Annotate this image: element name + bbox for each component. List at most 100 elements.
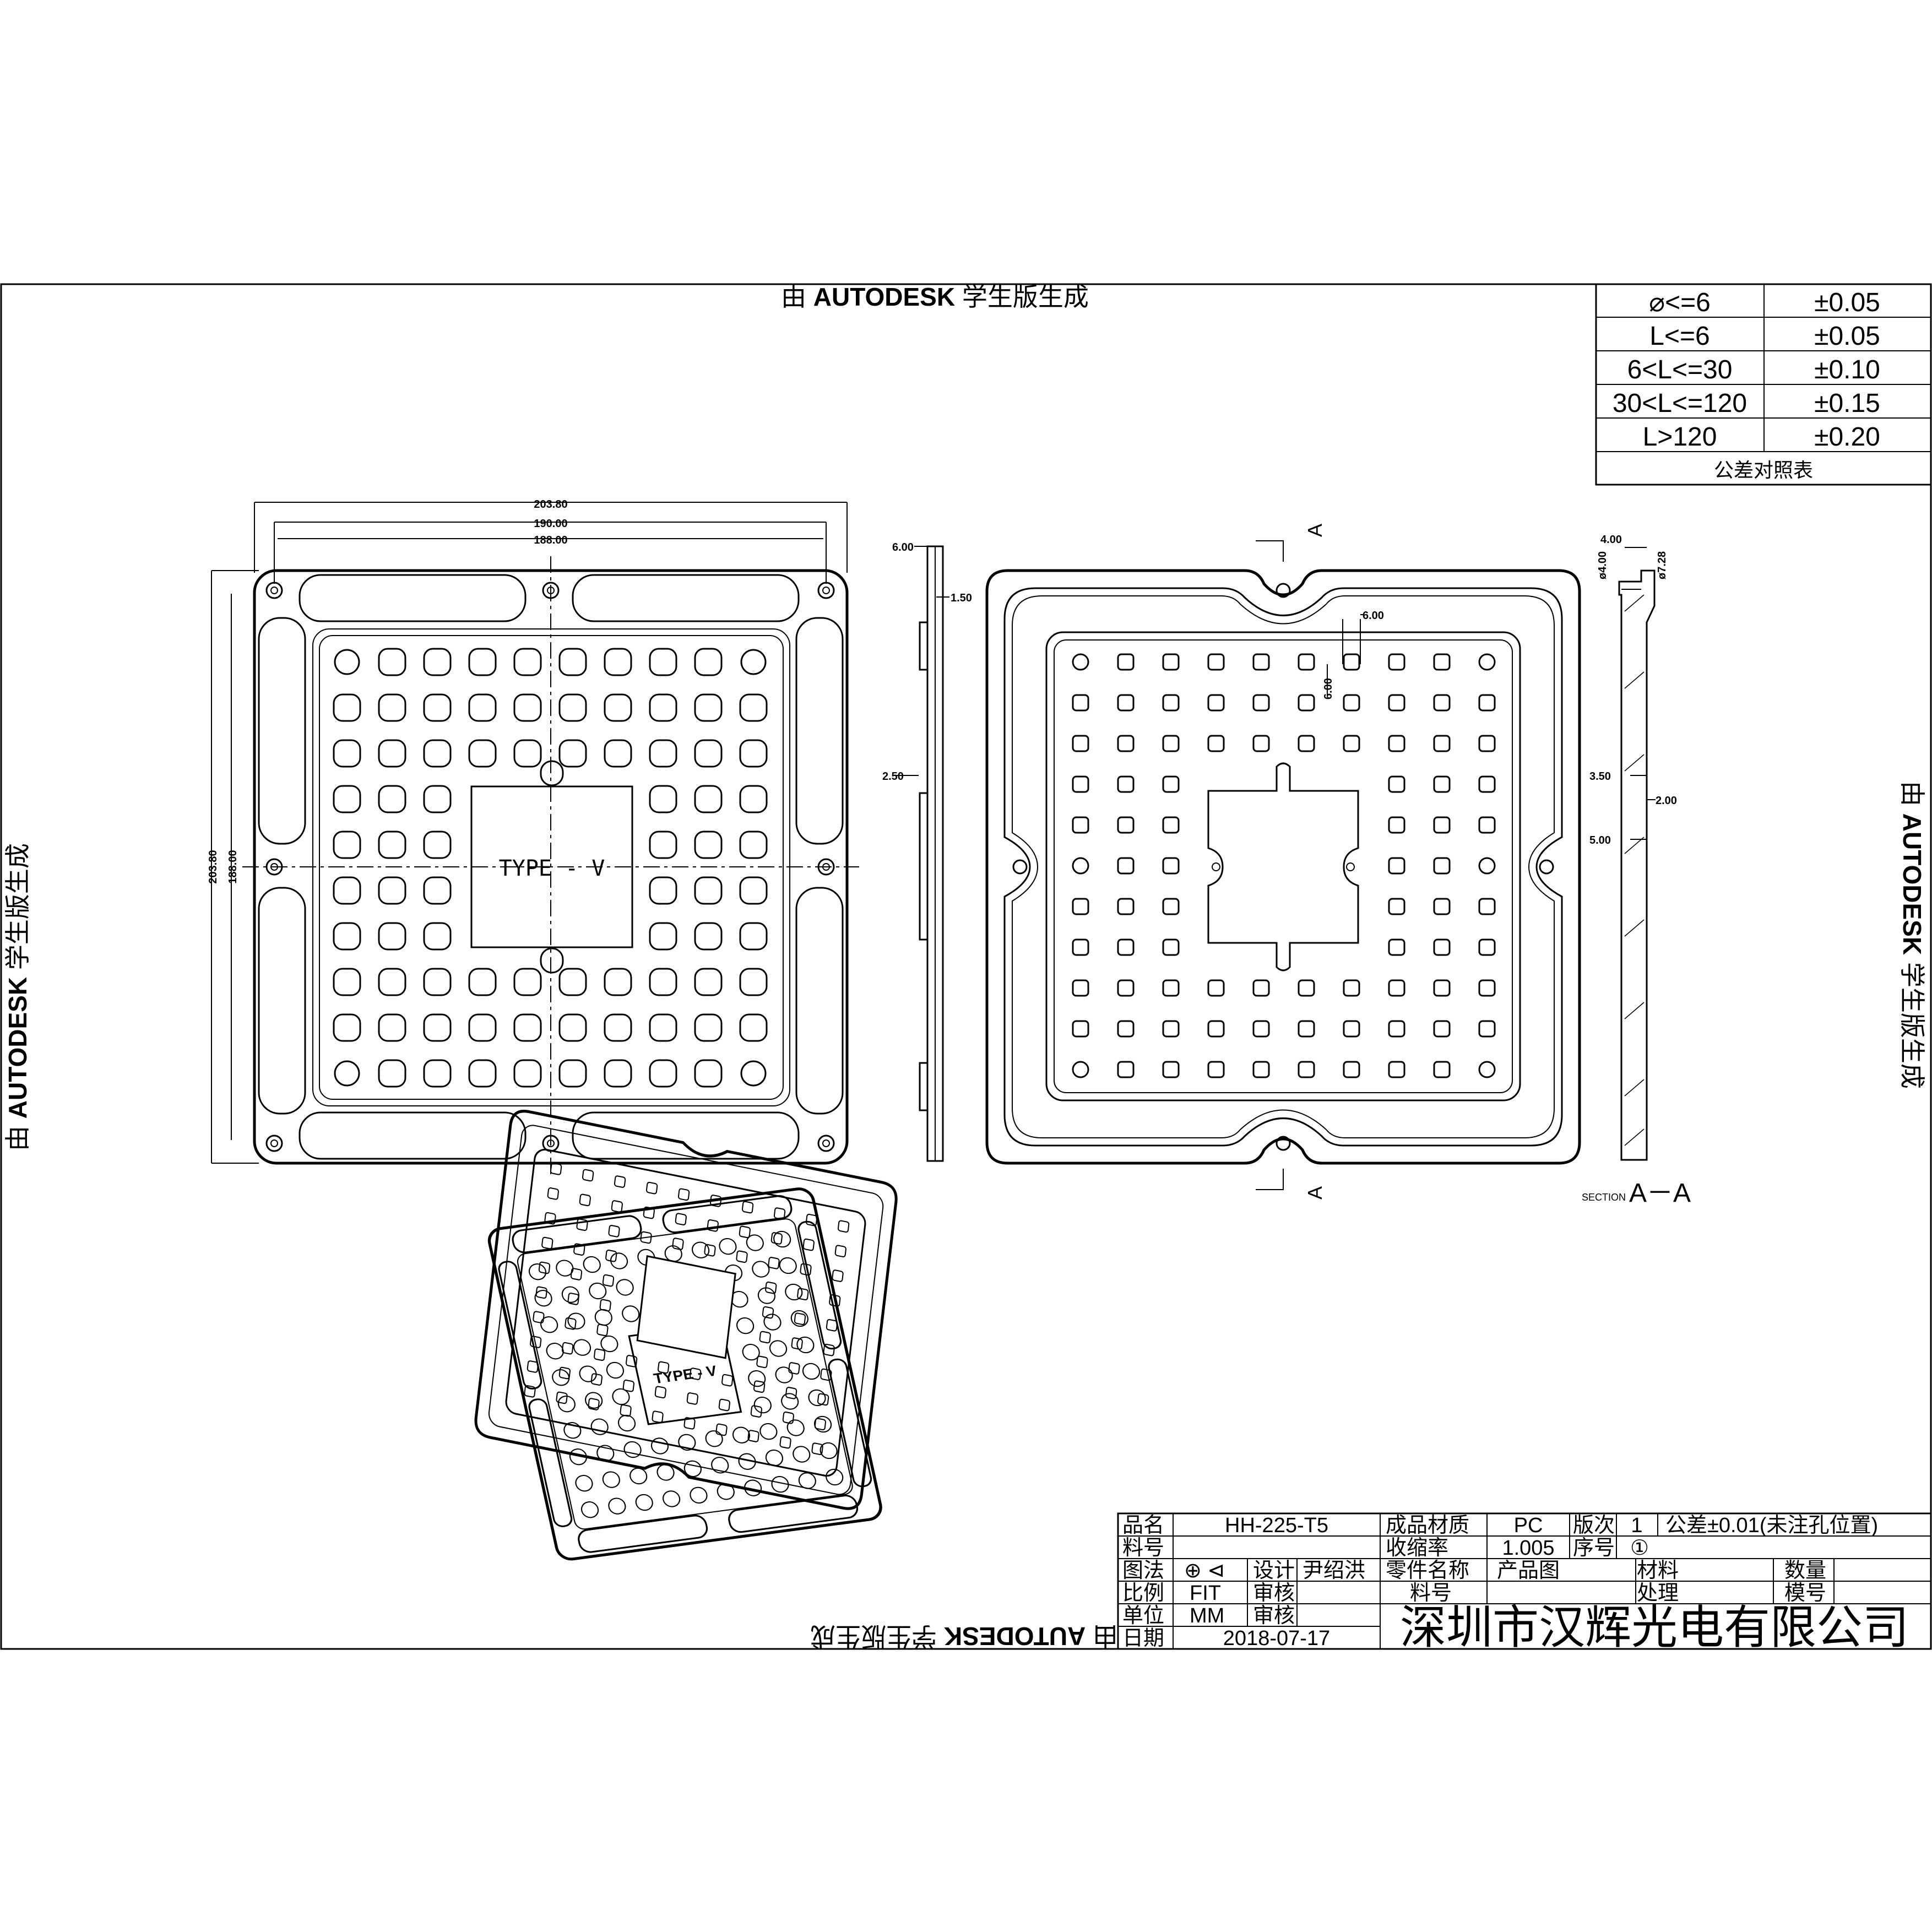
tolerance-table: ⌀<=6 ±0.05 L<=6 ±0.05 6<L<=30 ±0.10 30<L… bbox=[1595, 283, 1932, 486]
back-pocket bbox=[1162, 1061, 1180, 1078]
iso-back-pocket bbox=[535, 1286, 547, 1299]
front-hole bbox=[649, 648, 677, 676]
iso-back-pocket bbox=[588, 1398, 600, 1410]
back-pocket bbox=[1298, 653, 1315, 671]
side-view: 6.00 1.50 2.50 bbox=[882, 541, 972, 1162]
dim-overall-height: 203.80 bbox=[207, 850, 219, 883]
tb-serial: ① bbox=[1630, 1537, 1649, 1560]
iso-back-pocket bbox=[762, 1306, 774, 1319]
front-hole bbox=[378, 968, 406, 996]
back-pocket bbox=[1207, 1061, 1225, 1078]
iso-back-pocket bbox=[765, 1281, 777, 1294]
iso-front-hole bbox=[602, 1471, 620, 1488]
side-dim-mid: 2.50 bbox=[882, 770, 904, 783]
tol-value-2: ±0.05 bbox=[1814, 322, 1880, 351]
back-pocket bbox=[1388, 979, 1405, 997]
iso-back-pocket bbox=[596, 1323, 609, 1337]
front-hole bbox=[378, 831, 406, 859]
front-hole bbox=[513, 648, 542, 676]
iso-back bbox=[474, 1110, 898, 1510]
front-hole bbox=[378, 1013, 406, 1042]
back-pocket bbox=[1388, 775, 1405, 793]
iso-back-pocket bbox=[556, 1391, 568, 1404]
back-pocket bbox=[1072, 1020, 1089, 1038]
back-pocket bbox=[1478, 938, 1496, 956]
iso-back-pocket bbox=[829, 1294, 841, 1307]
back-pocket bbox=[1117, 653, 1135, 671]
back-pocket bbox=[1343, 694, 1360, 712]
back-pocket bbox=[1207, 735, 1225, 752]
front-hole bbox=[558, 1013, 587, 1042]
iso-front-hole bbox=[608, 1497, 626, 1515]
iso-back-pocket bbox=[686, 1392, 698, 1405]
iso-front-hole bbox=[683, 1460, 702, 1478]
front-hole bbox=[649, 693, 677, 722]
front-hole bbox=[649, 785, 677, 813]
iso-front-hole bbox=[802, 1363, 821, 1380]
back-pocket bbox=[1117, 694, 1135, 712]
front-hole bbox=[694, 922, 723, 951]
back-pocket bbox=[1433, 1020, 1451, 1038]
front-hole bbox=[649, 739, 677, 768]
front-hole bbox=[423, 693, 452, 722]
back-pocket bbox=[1072, 938, 1089, 956]
tb-product-name: HH-225-T5 bbox=[1225, 1514, 1328, 1537]
front-hole bbox=[423, 1059, 452, 1088]
front-hole bbox=[739, 831, 768, 859]
iso-back-pocket bbox=[672, 1238, 684, 1250]
front-hole bbox=[334, 649, 360, 675]
front-hole bbox=[513, 968, 542, 996]
back-pocket bbox=[1117, 898, 1135, 915]
back-pocket bbox=[1343, 735, 1360, 752]
back-view: A A 6.00 6.00 bbox=[985, 524, 1581, 1200]
back-pocket bbox=[1117, 938, 1135, 956]
iso-front-hole bbox=[546, 1343, 564, 1360]
back-pocket bbox=[1072, 979, 1089, 997]
iso-front-hole bbox=[692, 1241, 710, 1258]
back-pocket bbox=[1478, 816, 1496, 834]
iso-front-hole bbox=[738, 1453, 756, 1470]
iso-back-pocket bbox=[788, 1362, 800, 1375]
back-pocket bbox=[1388, 735, 1405, 752]
iso-back-pocket bbox=[753, 1380, 766, 1393]
back-pocket bbox=[1343, 979, 1360, 997]
iso-back-pocket bbox=[652, 1410, 664, 1424]
front-hole bbox=[334, 1060, 360, 1087]
front-hole bbox=[378, 648, 406, 676]
iso-front-hole bbox=[785, 1283, 803, 1301]
iso-front-hole bbox=[711, 1457, 729, 1474]
front-view: 203.80 190.00 188.00 203.80 188.00 bbox=[207, 498, 859, 1179]
front-hole bbox=[740, 1060, 767, 1087]
iso-back-pocket bbox=[599, 1299, 611, 1312]
section-label-big: A－A bbox=[1629, 1179, 1691, 1208]
front-hole bbox=[513, 693, 542, 722]
iso-back-pocket bbox=[747, 1430, 759, 1442]
tb-part-no-key: 料号 bbox=[1122, 1537, 1164, 1560]
front-hole bbox=[513, 1013, 542, 1042]
iso-back-pocket bbox=[547, 1187, 559, 1200]
iso-back-pocket bbox=[565, 1317, 577, 1330]
front-hole bbox=[694, 831, 723, 859]
front-hole bbox=[423, 831, 452, 859]
back-pocket bbox=[1478, 1020, 1496, 1038]
front-hole bbox=[604, 968, 632, 996]
section-mark-top: A bbox=[1304, 524, 1326, 537]
front-hole bbox=[423, 876, 452, 905]
iso-front-hole bbox=[753, 1396, 772, 1414]
iso-front-hole bbox=[705, 1430, 723, 1447]
iso-front-hole bbox=[759, 1423, 778, 1440]
back-pocket bbox=[1072, 898, 1089, 915]
front-hole bbox=[468, 1013, 497, 1042]
tol-range-3: 6<L<=30 bbox=[1627, 355, 1733, 384]
front-hole bbox=[739, 876, 768, 905]
tol-value-1: ±0.05 bbox=[1814, 288, 1880, 317]
front-hole bbox=[513, 739, 542, 768]
front-hole bbox=[694, 739, 723, 768]
tb-review-key-2: 审核 bbox=[1253, 1604, 1295, 1627]
back-pocket bbox=[1433, 898, 1451, 915]
iso-back-pocket bbox=[768, 1257, 780, 1269]
iso-back-pocket bbox=[794, 1312, 806, 1326]
front-hole bbox=[558, 693, 587, 722]
iso-back-pocket bbox=[770, 1232, 783, 1245]
